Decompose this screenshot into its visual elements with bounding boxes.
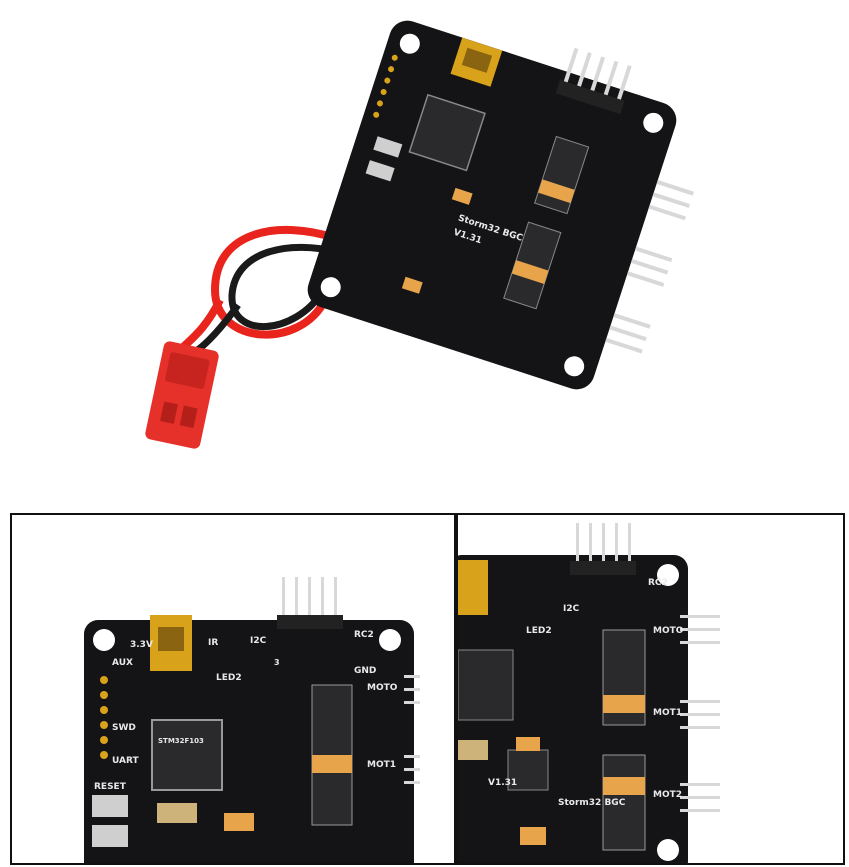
label-led2: LED2 (216, 673, 242, 683)
black-wire (228, 243, 339, 331)
label-3v3: 3.3V (130, 640, 153, 650)
zoom-panel-right: I2C LED2 RC2 MOTO MOT1 MOT2 Storm32 BGC … (456, 513, 845, 865)
pcb-board: Storm32 BGC V1.31 (307, 20, 694, 390)
label-swd: SWD (112, 723, 136, 733)
label-moto1: MOT1 (367, 760, 396, 770)
label-aux: AUX (112, 658, 133, 668)
label-reset: RESET (94, 782, 127, 792)
label-moto1-r: MOT1 (653, 708, 682, 718)
mcu-chip (151, 719, 223, 791)
label-3: 3 (274, 658, 280, 667)
label-moto2-r: MOT2 (653, 790, 682, 800)
label-rc2: RC2 (354, 630, 374, 640)
label-led2-r: LED2 (526, 626, 552, 636)
label-i2c: I2C (250, 636, 267, 646)
label-uart: UART (112, 756, 140, 766)
label-rc2-r: RC2 (648, 578, 668, 588)
label-gnd: GND (354, 666, 376, 676)
red-wire (210, 225, 337, 339)
board-zoom-left: STM32F103 AUX 3.3V IR I2C 3 RC2 GND MOTO… (84, 577, 420, 863)
product-photo-main: Storm32 BGC V1.31 (145, 20, 694, 449)
jst-connector (145, 341, 219, 449)
label-moto0-r: MOTO (653, 626, 684, 636)
board-name-r: Storm32 BGC (558, 798, 626, 808)
board-version-r: V1.31 (488, 778, 517, 788)
board-zoom-right: I2C LED2 RC2 MOTO MOT1 MOT2 Storm32 BGC … (458, 523, 720, 863)
driver-chip-2 (602, 754, 646, 851)
label-moto0: MOTO (367, 683, 398, 693)
label-i2c-r: I2C (563, 604, 580, 614)
chip-label: STM32F103 (158, 737, 204, 745)
zoom-panel-left: STM32F103 AUX 3.3V IR I2C 3 RC2 GND MOTO… (10, 513, 456, 865)
board-illustration: Storm32 BGC V1.31 (145, 20, 694, 449)
label-ir: IR (208, 638, 218, 648)
